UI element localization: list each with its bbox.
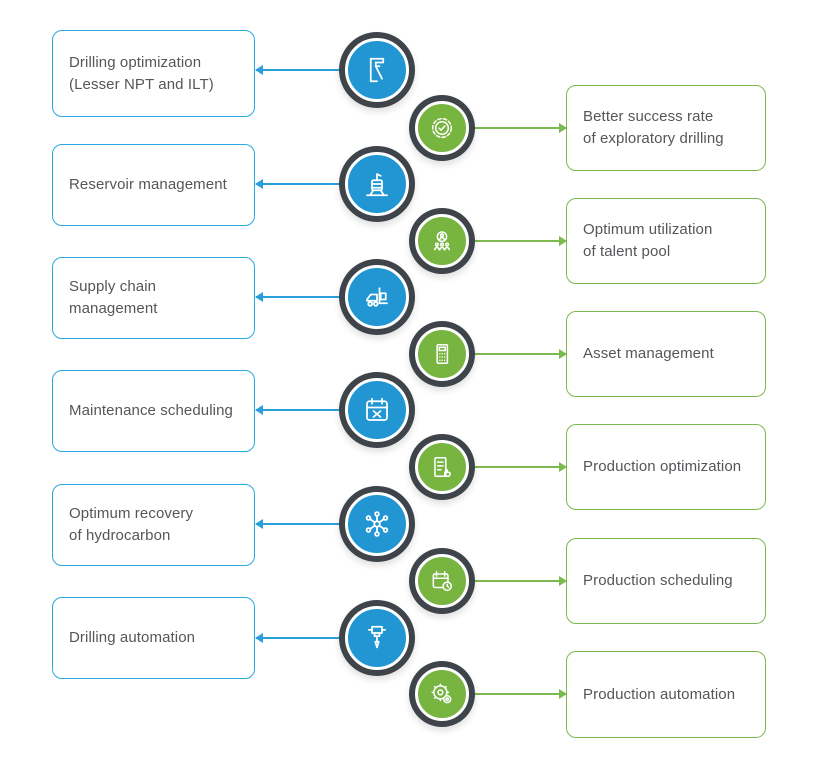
box-label-production-automation: Production automation [583,685,736,703]
circle-production-scheduling [415,554,469,608]
box-reservoir-management: Reservoir management [52,144,255,226]
box-asset-management: Asset management [566,311,766,397]
box-optimum-recovery: Optimum recovery of hydrocarbon [52,484,255,566]
box-label-drilling-automation: Drilling automation [69,629,196,647]
checklist-thumbs-up-icon [434,457,451,477]
box-talent-pool: Optimum utilization of talent pool [566,198,766,284]
circle-reservoir-management [345,152,409,216]
circle-drilling-automation [345,606,409,670]
circle-supply-chain [345,265,409,329]
connector-asset-management [475,353,566,355]
box-maintenance-scheduling: Maintenance scheduling [52,370,255,452]
caliper-icon [369,57,385,83]
circle-better-success-rate [415,101,469,155]
molecule-icon [365,511,389,537]
connector-reservoir-management [256,183,340,185]
box-production-optimization: Production optimization [566,424,766,510]
connector-better-success-rate [475,127,566,129]
reservoir-tank-icon [366,173,388,197]
box-production-scheduling: Production scheduling [566,538,766,624]
box-label-production-optimization: Production optimization [583,458,742,476]
connector-maintenance-scheduling [256,409,340,411]
connector-optimum-recovery [256,523,340,525]
connector-talent-pool [475,240,566,242]
calculator-icon [436,344,449,364]
calendar-tools-icon [366,397,388,421]
connector-drilling-optimization [256,69,340,71]
connector-supply-chain [256,296,340,298]
circle-production-automation [415,667,469,721]
circle-asset-management [415,327,469,381]
box-better-success-rate: Better success rate of exploratory drill… [566,85,766,171]
box-production-automation: Production automation [566,651,766,738]
connector-production-optimization [475,466,566,468]
box-label-maintenance-scheduling: Maintenance scheduling [69,402,233,420]
connector-production-automation [475,693,566,695]
circle-drilling-optimization [345,38,409,102]
box-label-asset-management: Asset management [583,345,714,363]
talent-pool-icon [433,231,451,251]
box-label-drilling-optimization: Drilling optimization (Lesser NPT and IL… [69,53,214,93]
box-label-reservoir-management: Reservoir management [69,176,227,194]
gears-icon [431,683,452,704]
box-label-supply-chain-management: Supply chain management [69,278,158,317]
forklift-icon [366,287,388,307]
circle-optimum-recovery [345,492,409,556]
box-label-talent-pool: Optimum utilization of talent pool [583,221,713,260]
box-drilling-automation: Drilling automation [52,597,255,679]
connector-drilling-automation [256,637,340,639]
box-label-production-scheduling: Production scheduling [583,572,733,590]
box-label-better-success-rate: Better success rate of exploratory drill… [583,108,724,147]
circle-maintenance-scheduling [345,378,409,442]
box-drilling-optimization: Drilling optimization (Lesser NPT and IL… [52,30,255,117]
calendar-clock-icon [432,571,453,592]
circle-production-optimization [415,440,469,494]
box-supply-chain-management: Supply chain management [52,257,255,339]
circle-talent-pool [415,214,469,268]
box-label-optimum-recovery: Optimum recovery of hydrocarbon [69,505,194,544]
drill-icon [368,625,386,649]
check-badge-icon [431,117,453,139]
connector-production-scheduling [475,580,566,582]
